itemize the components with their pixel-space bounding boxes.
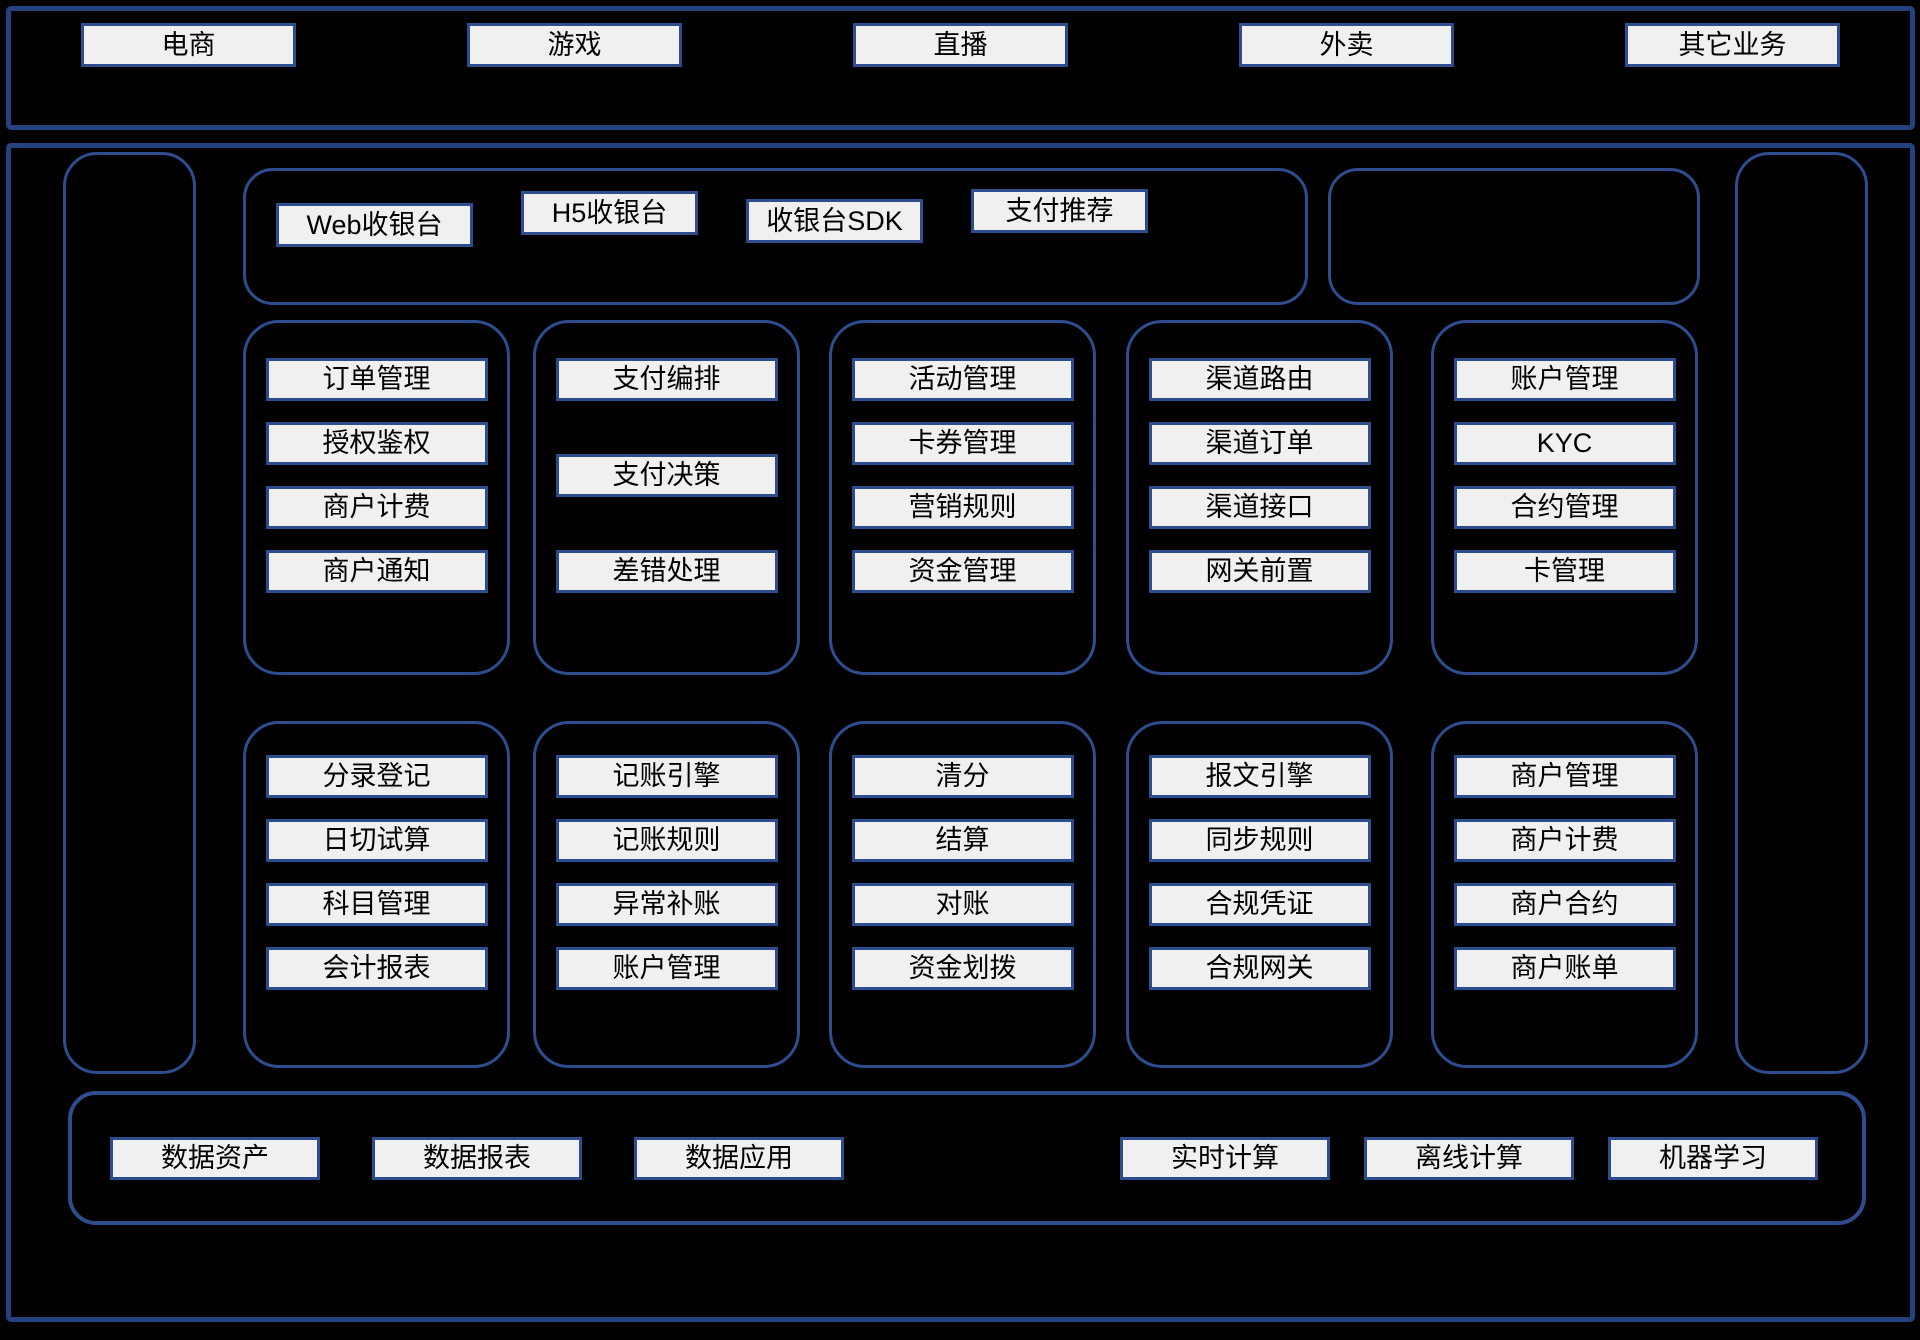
- merchant-capability-group: 商户管理 商户计费 商户合约 商户账单: [1431, 721, 1698, 1068]
- left-side-panel: [63, 152, 196, 1074]
- cashier-box: 收银台SDK: [746, 199, 923, 243]
- capability-box: 日切试算: [265, 819, 488, 862]
- capability-box: 异常补账: [555, 883, 778, 926]
- capability-box: 渠道接口: [1148, 486, 1371, 529]
- capability-box: 记账规则: [555, 819, 778, 862]
- business-box: 电商: [81, 23, 296, 67]
- capability-box: 支付决策: [555, 454, 778, 497]
- capability-box: 账户管理: [555, 947, 778, 990]
- capability-box: 活动管理: [851, 358, 1074, 401]
- marketing-capability-group: 活动管理 卡券管理 营销规则 资金管理: [829, 320, 1096, 675]
- capability-box: 商户账单: [1453, 947, 1676, 990]
- capability-box: 渠道路由: [1148, 358, 1371, 401]
- capability-box: 合规网关: [1148, 947, 1371, 990]
- account-capability-group: 账户管理 KYC 合约管理 卡管理: [1431, 320, 1698, 675]
- capability-box: 结算: [851, 819, 1074, 862]
- capability-box: 商户计费: [265, 486, 488, 529]
- cashier-group: Web收银台 H5收银台 收银台SDK 支付推荐: [243, 168, 1308, 305]
- business-box: 直播: [853, 23, 1068, 67]
- data-box: 数据报表: [372, 1136, 582, 1180]
- business-box: 其它业务: [1625, 23, 1840, 67]
- data-box: 离线计算: [1364, 1136, 1574, 1180]
- business-box: 游戏: [467, 23, 682, 67]
- bookkeeping-capability-group: 记账引擎 记账规则 异常补账 账户管理: [533, 721, 800, 1068]
- capability-box: 资金管理: [851, 550, 1074, 593]
- data-asset-group: 数据资产 数据报表 数据应用: [110, 1136, 844, 1180]
- cashier-box: Web收银台: [276, 203, 473, 247]
- channel-capability-group: 渠道路由 渠道订单 渠道接口 网关前置: [1126, 320, 1393, 675]
- capability-box: 分录登记: [265, 755, 488, 798]
- capability-box: 授权鉴权: [265, 422, 488, 465]
- data-box: 数据资产: [110, 1136, 320, 1180]
- cashier-box: H5收银台: [521, 191, 698, 235]
- payment-capability-group: 支付编排 支付决策 差错处理: [533, 320, 800, 675]
- capability-box: 合规凭证: [1148, 883, 1371, 926]
- order-capability-group: 订单管理 授权鉴权 商户计费 商户通知: [243, 320, 510, 675]
- data-box: 数据应用: [634, 1136, 844, 1180]
- capability-box: 报文引擎: [1148, 755, 1371, 798]
- capability-box: 卡券管理: [851, 422, 1074, 465]
- capability-box: 合约管理: [1453, 486, 1676, 529]
- business-layer: 电商 游戏 直播 外卖 其它业务: [6, 6, 1915, 130]
- platform-layer: Web收银台 H5收银台 收银台SDK 支付推荐 订单管理 授权鉴权 商户计费 …: [6, 143, 1915, 1322]
- capability-box: 订单管理: [265, 358, 488, 401]
- ledger-capability-group: 分录登记 日切试算 科目管理 会计报表: [243, 721, 510, 1068]
- capability-box: 支付编排: [555, 358, 778, 401]
- capability-box: 资金划拨: [851, 947, 1074, 990]
- capability-box: 科目管理: [265, 883, 488, 926]
- capability-box: 商户合约: [1453, 883, 1676, 926]
- capability-box: 商户计费: [1453, 819, 1676, 862]
- capability-box: 会计报表: [265, 947, 488, 990]
- capability-box: 渠道订单: [1148, 422, 1371, 465]
- capability-box: 营销规则: [851, 486, 1074, 529]
- capability-box: 对账: [851, 883, 1074, 926]
- capability-box: 账户管理: [1453, 358, 1676, 401]
- capability-box: 卡管理: [1453, 550, 1676, 593]
- capability-box: 记账引擎: [555, 755, 778, 798]
- data-box: 实时计算: [1120, 1136, 1330, 1180]
- right-side-panel: [1735, 152, 1868, 1074]
- cashier-box: 支付推荐: [971, 189, 1148, 233]
- capability-box: 商户管理: [1453, 755, 1676, 798]
- business-box: 外卖: [1239, 23, 1454, 67]
- capability-box: KYC: [1453, 422, 1676, 465]
- capability-box: 商户通知: [265, 550, 488, 593]
- data-box: 机器学习: [1608, 1136, 1818, 1180]
- capability-box: 网关前置: [1148, 550, 1371, 593]
- compliance-capability-group: 报文引擎 同步规则 合规凭证 合规网关: [1126, 721, 1393, 1068]
- capability-box: 差错处理: [555, 550, 778, 593]
- capability-box: 清分: [851, 755, 1074, 798]
- cashier-empty-panel: [1328, 168, 1700, 305]
- data-compute-group: 实时计算 离线计算 机器学习: [1120, 1136, 1818, 1180]
- clearing-capability-group: 清分 结算 对账 资金划拨: [829, 721, 1096, 1068]
- data-layer: 数据资产 数据报表 数据应用 实时计算 离线计算 机器学习: [68, 1091, 1866, 1225]
- capability-box: 同步规则: [1148, 819, 1371, 862]
